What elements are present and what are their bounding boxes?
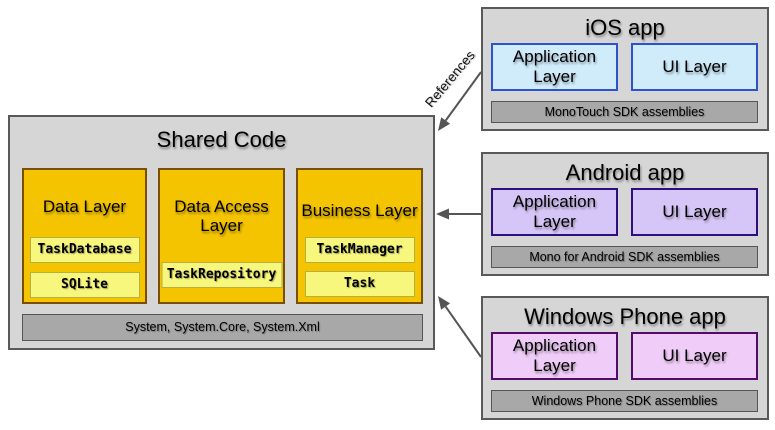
windows-phone-sdk-bar: Windows Phone SDK assemblies bbox=[491, 390, 758, 412]
ios-app-box: iOS app Application Layer UI Layer MonoT… bbox=[481, 7, 769, 131]
ios-application-layer-box: Application Layer bbox=[491, 43, 618, 91]
android-application-layer-box: Application Layer bbox=[491, 188, 618, 236]
windows-phone-ui-layer-box: UI Layer bbox=[631, 332, 758, 380]
data-layer-label: Data Layer bbox=[42, 197, 127, 216]
arrow-android-to-shared bbox=[436, 208, 481, 220]
android-ui-layer-box: UI Layer bbox=[631, 188, 758, 236]
android-app-title: Android app bbox=[565, 160, 685, 185]
ios-app-title: iOS app bbox=[585, 15, 665, 40]
shared-code-box: Shared Code Data Layer TaskDatabase SQLi… bbox=[8, 115, 435, 350]
business-layer-label: Business Layer bbox=[301, 201, 418, 220]
android-sdk-bar: Mono for Android SDK assemblies bbox=[491, 246, 758, 268]
references-arrow-label: References bbox=[422, 47, 478, 111]
sqlite-chip: SQLite bbox=[29, 272, 140, 298]
windows-phone-app-title: Windows Phone app bbox=[524, 304, 726, 329]
taskrepository-chip: TaskRepository bbox=[161, 262, 282, 288]
shared-code-title: Shared Code bbox=[156, 127, 287, 152]
data-layer-box: Data Layer TaskDatabase SQLite bbox=[22, 168, 147, 304]
windows-phone-app-box: Windows Phone app Application Layer UI L… bbox=[481, 296, 769, 420]
taskmanager-chip: TaskManager bbox=[304, 237, 415, 263]
data-access-layer-box: Data Access Layer TaskRepository bbox=[158, 168, 285, 304]
system-assemblies-bar: System, System.Core, System.Xml bbox=[22, 314, 423, 341]
task-chip: Task bbox=[304, 271, 415, 297]
android-app-box: Android app Application Layer UI Layer M… bbox=[481, 152, 769, 276]
business-layer-box: Business Layer TaskManager Task bbox=[296, 168, 423, 304]
data-access-layer-label: Data Access Layer bbox=[174, 197, 269, 235]
arrow-wp-to-shared bbox=[438, 296, 482, 358]
ios-ui-layer-box: UI Layer bbox=[631, 43, 758, 91]
taskdatabase-chip: TaskDatabase bbox=[29, 237, 140, 263]
windows-phone-application-layer-box: Application Layer bbox=[491, 332, 618, 380]
ios-sdk-bar: MonoTouch SDK assemblies bbox=[491, 101, 758, 123]
